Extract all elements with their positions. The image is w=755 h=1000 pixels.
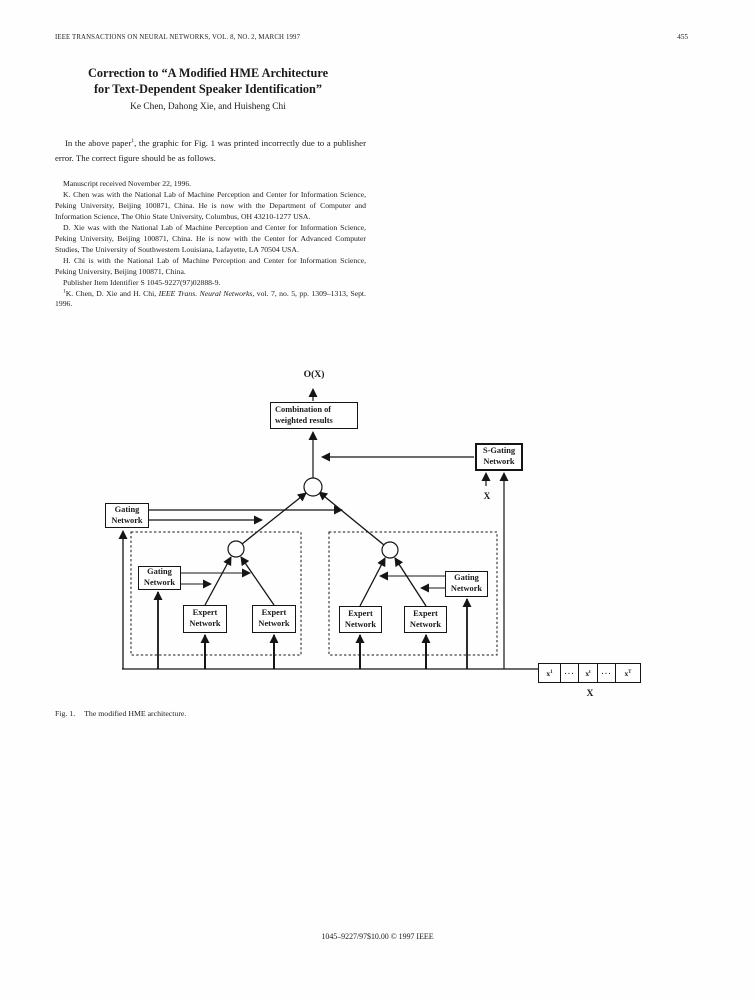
- intro-text-pre: In the above paper: [65, 138, 132, 148]
- footnote-received: Manuscript received November 22, 1996.: [63, 179, 192, 188]
- left-expert2-to-node: [240, 556, 275, 606]
- expert3-line1: Expert: [348, 608, 373, 618]
- right-branch-to-root: [318, 491, 385, 546]
- right-expert2-to-node: [394, 557, 427, 607]
- left-gating-network-box: Gating Network: [138, 566, 181, 590]
- expert2-line2: Network: [258, 619, 290, 628]
- left-branch-to-root: [241, 492, 307, 545]
- right-gating-line2: Network: [450, 584, 483, 593]
- footnote-block: Manuscript received November 22, 1996. K…: [55, 179, 366, 310]
- hme-diagram-lines: [118, 388, 539, 670]
- expert3-line2: Network: [344, 619, 377, 629]
- author-line: Ke Chen, Dahong Xie, and Huisheng Chi: [130, 102, 286, 112]
- page-number: 455: [677, 33, 688, 41]
- figure-caption-label: Fig. 1.: [55, 709, 76, 718]
- combination-box: Combination of weighted results: [270, 402, 358, 429]
- sequence-cell-dots-2: ···: [597, 664, 615, 682]
- right-expert1-to-node: [359, 557, 386, 607]
- output-label: O(X): [303, 369, 325, 380]
- s-gating-input-x-label: X: [483, 491, 491, 501]
- combination-box-line2: weighted results: [275, 415, 333, 425]
- expert-network-box-2: Expert Network: [252, 605, 296, 633]
- root-gating-line2: Network: [111, 515, 143, 525]
- paper-title: Correction to “A Modified HME Architectu…: [40, 65, 376, 97]
- gate-node-left: [227, 540, 245, 558]
- left-subtree-frame: [130, 531, 302, 656]
- footnote-chen: K. Chen was with the National Lab of Mac…: [55, 189, 366, 221]
- s-gating-line1: S-Gating: [482, 446, 516, 456]
- cell-dots2: ···: [601, 668, 612, 678]
- s-gating-line2: Network: [483, 457, 515, 466]
- footnote-xie: D. Xie was with the National Lab of Mach…: [55, 222, 366, 254]
- cell-dots1: ···: [564, 668, 575, 678]
- page-footer: 1045–9227/97$10.00 © 1997 IEEE: [321, 932, 434, 941]
- reference-journal: IEEE Trans. Neural Networks: [158, 288, 253, 298]
- root-gating-line1: Gating: [114, 504, 140, 514]
- journal-header: IEEE TRANSACTIONS ON NEURAL NETWORKS, VO…: [55, 34, 301, 41]
- expert2-line1: Expert: [261, 608, 287, 618]
- connector-lines: [118, 388, 539, 670]
- expert-network-box-1: Expert Network: [183, 605, 227, 633]
- root-gating-network-box: Gating Network: [105, 503, 149, 528]
- expert-network-box-3: Expert Network: [339, 606, 382, 633]
- right-gating-line1: Gating: [454, 573, 479, 583]
- gate-nodes: [227, 477, 399, 559]
- sequence-x-label: X: [586, 688, 594, 699]
- footnote-publisher-id: Publisher Item Identifier S 1045-9227(97…: [63, 277, 221, 287]
- expert1-line2: Network: [189, 619, 221, 628]
- expert4-line1: Expert: [413, 608, 438, 618]
- cell-xT-base: x: [624, 668, 629, 678]
- intro-paragraph: In the above paper1, the graphic for Fig…: [55, 136, 366, 166]
- footnote-marker: 1: [131, 138, 135, 145]
- cell-xt-base: x: [585, 668, 590, 678]
- paper-title-line2: for Text-Dependent Speaker Identificatio…: [93, 82, 323, 96]
- intro-text-post: , the graphic for Fig. 1 was printed inc…: [55, 138, 366, 164]
- figure-caption: Fig. 1. The modified HME architecture.: [55, 709, 186, 718]
- reference-post: , vol. 7, no. 5, pp. 1309–1313, Sept. 19…: [55, 288, 366, 309]
- paper-title-line1: Correction to “A Modified HME Architectu…: [87, 66, 329, 80]
- right-subtree-frame: [328, 531, 498, 656]
- sequence-cell-dots-1: ···: [560, 664, 578, 682]
- gate-node-right: [381, 541, 399, 559]
- expert-network-box-4: Expert Network: [404, 606, 447, 633]
- cell-x1-base: x: [546, 668, 551, 678]
- combination-box-line1: Combination of: [275, 404, 332, 414]
- footnote-reference: 1K. Chen, D. Xie and H. Chi, IEEE Trans.…: [55, 287, 366, 311]
- left-gating-line1: Gating: [147, 567, 172, 577]
- figure-caption-text: The modified HME architecture.: [84, 709, 187, 718]
- gate-node-root: [303, 477, 323, 497]
- dashed-subtree-frames: [130, 531, 498, 656]
- expert1-line1: Expert: [192, 608, 218, 618]
- s-gating-network-box: S-Gating Network: [475, 443, 523, 471]
- reference-marker: 1: [63, 287, 66, 294]
- right-gating-network-box: Gating Network: [445, 571, 488, 597]
- left-gating-line2: Network: [143, 578, 176, 587]
- hme-architecture-figure: O(X) Combination of weighted results S-G…: [0, 355, 755, 705]
- left-expert1-to-node: [204, 556, 232, 606]
- footnote-chi: H. Chi is with the National Lab of Machi…: [55, 255, 366, 276]
- expert4-line2: Network: [409, 619, 442, 629]
- reference-pre: K. Chen, D. Xie and H. Chi,: [65, 288, 159, 298]
